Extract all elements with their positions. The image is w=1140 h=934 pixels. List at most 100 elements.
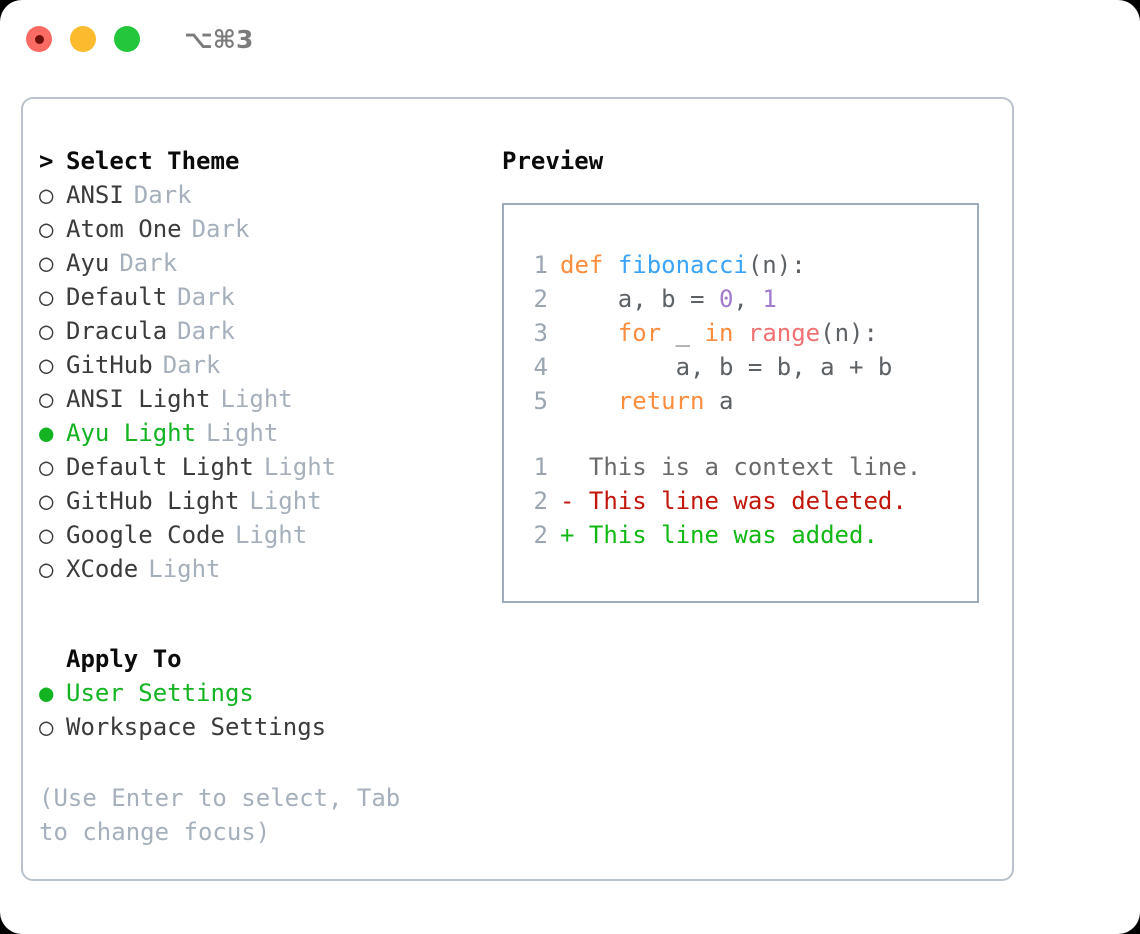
theme-name: XCode — [66, 555, 139, 583]
apply-to-item[interactable]: ○ Workspace Settings — [39, 713, 499, 747]
theme-variant-badge: Light — [249, 487, 322, 515]
line-number: 2 — [533, 487, 548, 515]
theme-name: GitHub — [66, 351, 153, 379]
close-button-icon[interactable] — [26, 26, 52, 52]
diff-sign: + — [560, 521, 589, 549]
code-line: 4 a, b = b, a + b — [522, 353, 977, 387]
code-text: a, b = b, a + b — [560, 353, 893, 381]
radio-unselected-icon: ○ — [39, 283, 54, 311]
theme-name: Default — [66, 283, 168, 311]
line-number: 5 — [533, 387, 548, 415]
apply-to-list: ●User Settings○ Workspace Settings — [39, 679, 499, 747]
theme-variant-badge: Light — [220, 385, 293, 413]
theme-variant-badge: Light — [234, 521, 308, 549]
radio-unselected-icon: ○ — [39, 453, 54, 481]
preview-gap — [522, 421, 977, 453]
theme-name: Ayu Light — [66, 419, 197, 447]
code-token — [560, 319, 618, 347]
radio-unselected-icon: ○ — [39, 351, 54, 379]
code-text: def fibonacci(n): — [560, 251, 806, 279]
line-number: 2 — [533, 285, 548, 313]
list-spacer — [39, 589, 499, 645]
theme-name: Dracula — [66, 317, 168, 345]
apply-to-label: Workspace Settings — [66, 713, 327, 741]
radio-unselected-icon: ○ — [39, 521, 54, 549]
code-token: _ — [661, 319, 705, 347]
theme-name: ANSI — [66, 181, 124, 209]
theme-name: ANSI Light — [66, 385, 211, 413]
theme-name: Default Light — [66, 453, 254, 481]
radio-unselected-icon: ○ — [39, 181, 54, 209]
radio-unselected-icon: ○ — [39, 249, 54, 277]
theme-list-item[interactable]: ○ Dracula Dark — [39, 317, 499, 351]
radio-unselected-icon: ○ — [39, 555, 54, 583]
apply-to-marker-spacer — [39, 645, 66, 673]
code-token: 0 — [718, 285, 734, 313]
code-token: 1 — [762, 285, 777, 313]
code-token: fibonacci — [617, 251, 748, 279]
radio-unselected-icon: ○ — [39, 385, 54, 413]
diff-line: 2- This line was deleted. — [522, 487, 977, 521]
diff-line: 2 + This line was added. — [522, 521, 977, 555]
code-token: in — [704, 319, 734, 347]
minimize-button-icon[interactable] — [70, 26, 96, 52]
code-text: return a — [560, 387, 734, 415]
code-token: for — [617, 319, 662, 347]
theme-variant-badge: Light — [148, 555, 221, 583]
code-token: a, b = b, a + b — [560, 353, 893, 381]
diff-sign — [560, 453, 589, 481]
theme-list-item[interactable]: ○ Default Dark — [39, 283, 499, 317]
code-line: 5 return a — [522, 387, 977, 421]
theme-name: GitHub Light — [66, 487, 240, 515]
prompt-caret-icon: > — [39, 147, 54, 175]
window-controls — [26, 26, 140, 52]
diff-sign: - — [560, 487, 589, 515]
line-number: 1 — [533, 251, 548, 279]
code-token: range — [747, 319, 821, 347]
theme-variant-badge: Dark — [177, 317, 235, 345]
diff-text: This line was deleted. — [588, 487, 907, 515]
code-token: def — [560, 251, 604, 279]
apply-to-item[interactable]: ●User Settings — [39, 679, 499, 713]
shortcut-label: ⌥⌘3 — [184, 24, 254, 54]
code-token: a — [704, 387, 734, 415]
apply-to-label: User Settings — [66, 679, 254, 707]
theme-variant-badge: Dark — [162, 351, 221, 379]
theme-list-item[interactable]: ○ GitHub Dark — [39, 351, 499, 385]
radio-unselected-icon: ○ — [39, 713, 54, 741]
code-token: , — [733, 285, 763, 313]
select-theme-header: >Select Theme — [39, 147, 499, 181]
diff-text: This is a context line. — [588, 453, 922, 481]
theme-list-item[interactable]: ○ ANSI Light Light — [39, 385, 499, 419]
code-text: for _ in range(n): — [560, 319, 878, 347]
code-token: (n): — [820, 319, 878, 347]
diff-text: This line was added. — [588, 521, 878, 549]
code-line: 2 a, b = 0, 1 — [522, 285, 977, 319]
maximize-button-icon[interactable] — [114, 26, 140, 52]
code-token: return — [617, 387, 705, 415]
record-dot-icon — [34, 34, 44, 44]
code-token — [733, 319, 747, 347]
theme-list-item[interactable]: ○ XCode Light — [39, 555, 499, 589]
line-number: 2 — [533, 521, 548, 549]
theme-variant-badge: Dark — [191, 215, 250, 243]
radio-unselected-icon: ○ — [39, 215, 54, 243]
line-number: 3 — [533, 319, 548, 347]
theme-variant-badge: Dark — [119, 249, 178, 277]
theme-variant-badge: Dark — [177, 283, 235, 311]
diff-sample: 1 This is a context line.2- This line wa… — [522, 453, 977, 555]
diff-line: 1 This is a context line. — [522, 453, 977, 487]
radio-unselected-icon: ○ — [39, 317, 54, 345]
